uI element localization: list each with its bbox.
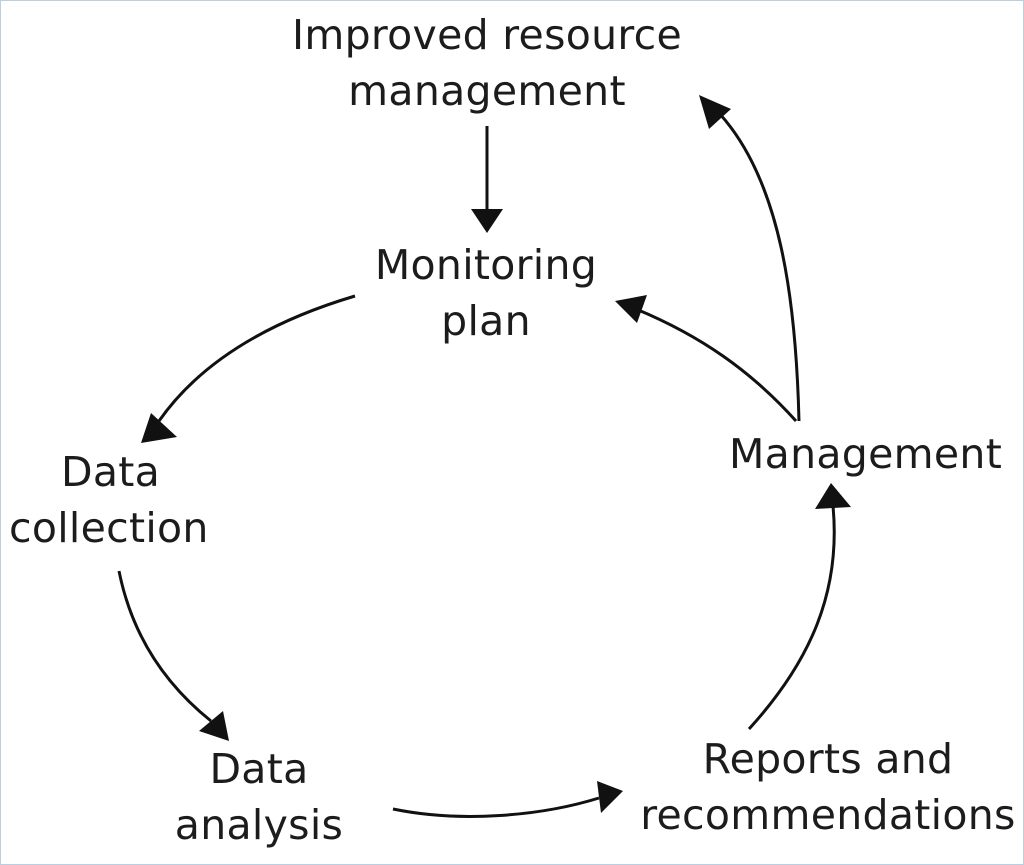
arrow-reports-to-management <box>747 483 851 731</box>
arrow-improved-to-monitoring <box>471 126 503 233</box>
node-improved-resource-management: Improved resource management <box>279 7 695 119</box>
node-line: Monitoring <box>374 241 598 289</box>
node-line: analysis <box>174 801 344 849</box>
node-data-collection: Data collection <box>9 444 219 556</box>
node-line: Data <box>209 745 309 793</box>
node-line: collection <box>9 504 209 552</box>
node-line: management <box>348 67 626 115</box>
node-data-analysis: Data analysis <box>161 741 357 853</box>
arrow-collection-to-analysis <box>117 570 229 741</box>
arrow-monitoring-to-collection <box>141 294 356 443</box>
node-line: Improved resource <box>291 11 683 59</box>
node-monitoring-plan: Monitoring plan <box>351 237 621 349</box>
node-line: Reports and <box>702 735 954 783</box>
arrow-analysis-to-reports <box>392 781 623 818</box>
node-line: recommendations <box>640 791 1016 839</box>
node-line: Data <box>61 448 161 496</box>
arrow-management-to-monitoring <box>615 295 798 423</box>
node-management: Management <box>729 426 1019 482</box>
node-reports-and-recommendations: Reports and recommendations <box>637 731 1019 843</box>
node-line: Management <box>729 430 1003 478</box>
node-line: plan <box>441 297 531 345</box>
arrow-management-to-improved <box>699 95 801 422</box>
